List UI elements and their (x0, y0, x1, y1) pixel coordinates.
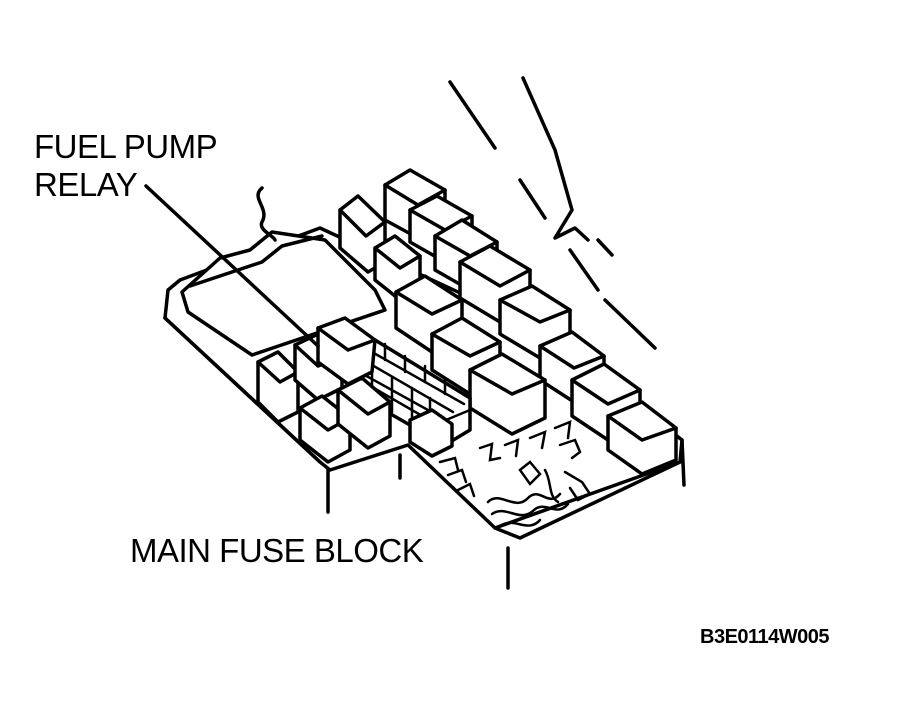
vehicle-body-lines (448, 76, 657, 350)
leader-lines (144, 184, 510, 590)
fuel-pump-relay-leader (144, 184, 320, 348)
fuel-pump-relay-label-line2: RELAY (34, 166, 138, 203)
relay-row-back (338, 168, 678, 476)
main-fuse-block-label: MAIN FUSE BLOCK (130, 532, 424, 569)
figure-code: B3E0114W005 (700, 626, 830, 648)
terminal-wiring-area (438, 420, 592, 528)
relay-row-front (256, 316, 454, 464)
fuel-pump-relay-label-line1: FUEL PUMP (34, 128, 218, 165)
relay-row-middle (373, 234, 547, 436)
